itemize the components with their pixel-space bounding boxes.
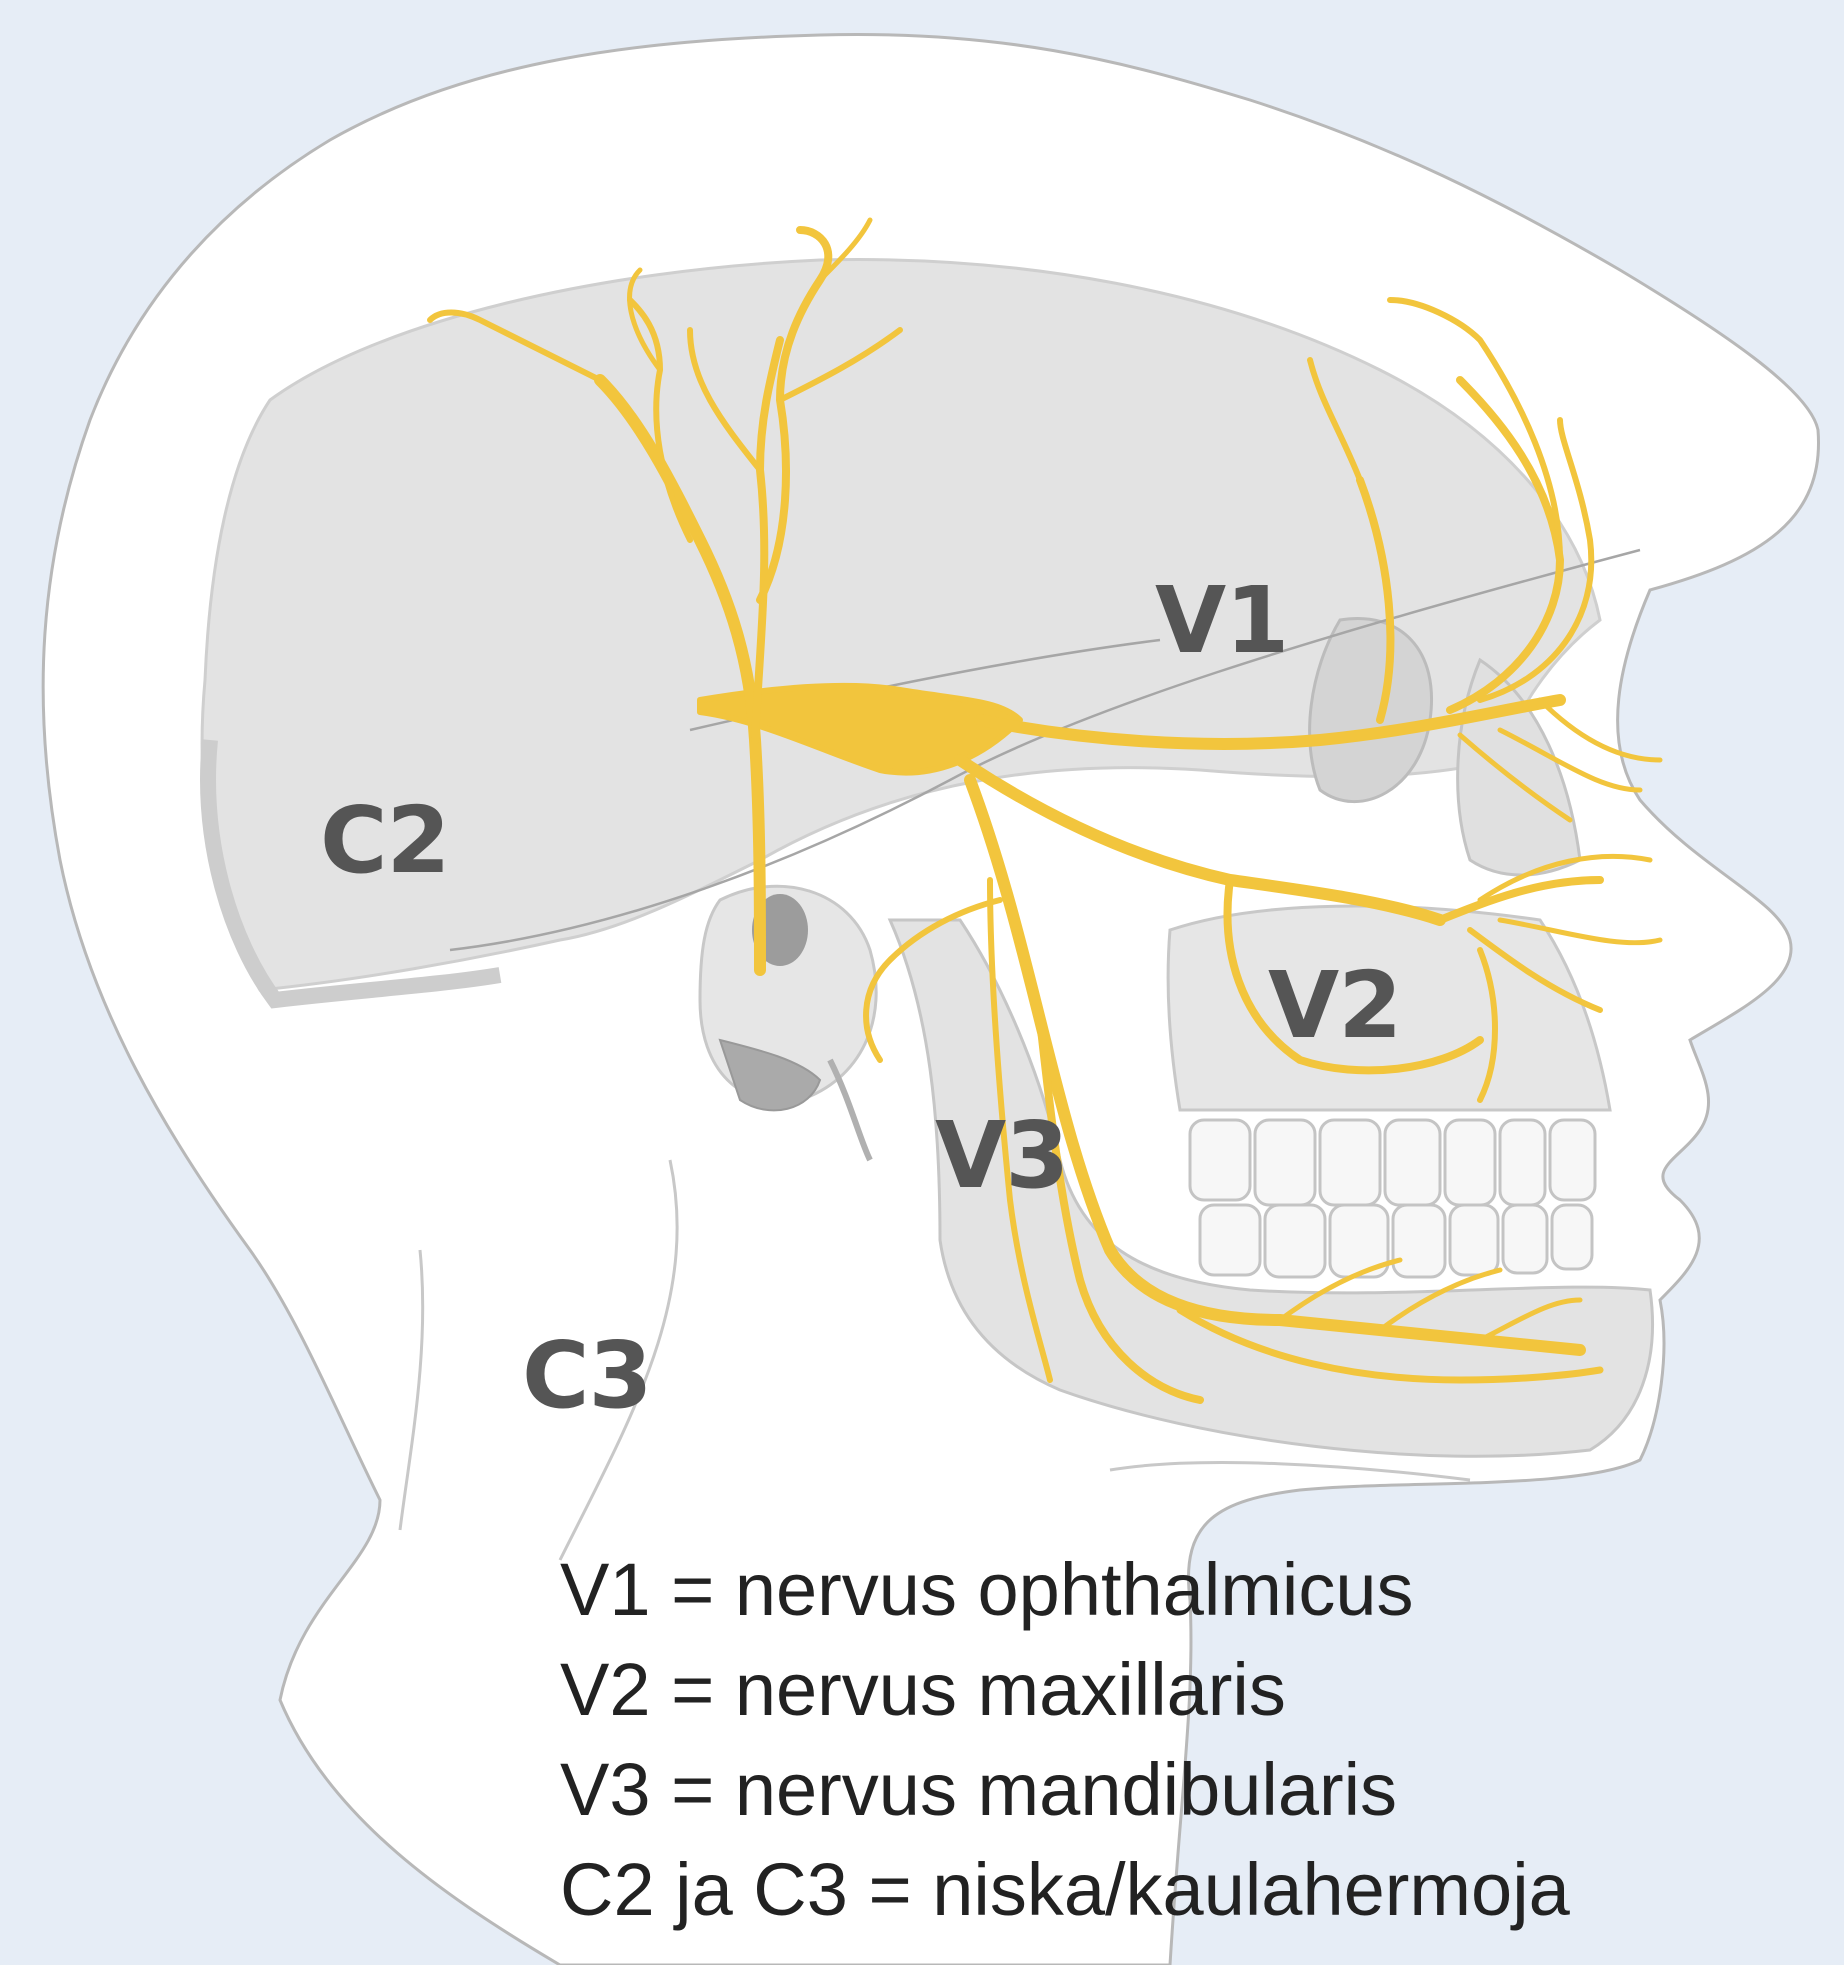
label-v2: V2 <box>1268 960 1401 1052</box>
label-v3: V3 <box>935 1110 1068 1202</box>
label-c2: C2 <box>320 795 450 887</box>
legend-item-v1: V1 = nervus ophthalmicus <box>560 1540 1800 1640</box>
label-c3: C3 <box>522 1330 652 1422</box>
lower-teeth <box>1200 1205 1592 1277</box>
legend-item-c2-c3: C2 ja C3 = niska/kaulahermoja <box>560 1840 1800 1940</box>
legend-item-v3: V3 = nervus mandibularis <box>560 1740 1800 1840</box>
label-v1: V1 <box>1155 575 1288 667</box>
legend-item-v2: V2 = nervus maxillaris <box>560 1640 1800 1740</box>
legend: V1 = nervus ophthalmicus V2 = nervus max… <box>560 1540 1800 1940</box>
